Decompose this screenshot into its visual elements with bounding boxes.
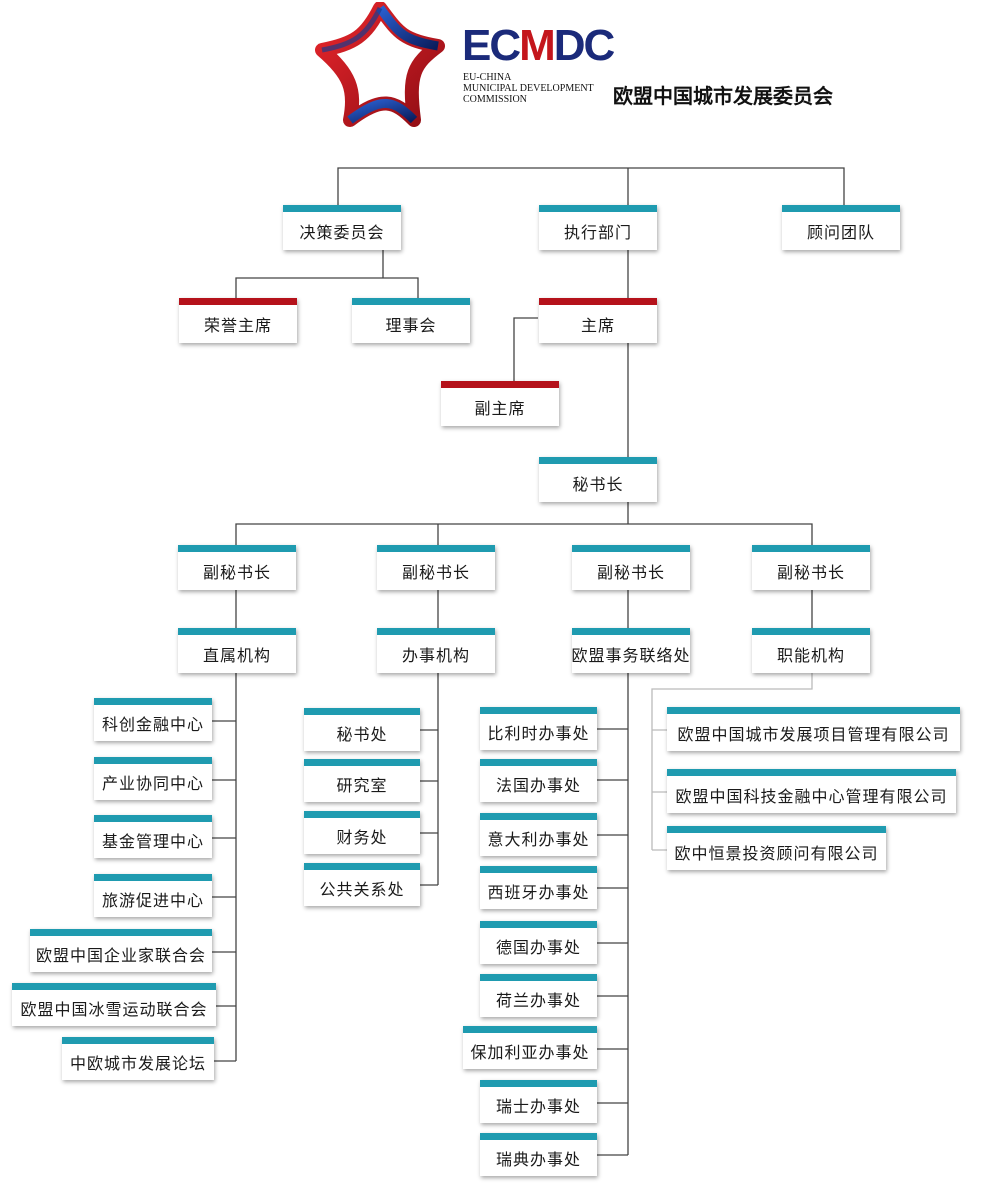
- functional-institutions-box: 职能机构: [752, 628, 870, 673]
- box-label: 瑞士办事处: [495, 1097, 581, 1116]
- box-label: 秘书处: [336, 725, 388, 744]
- decision-committee-box: 决策委员会: [283, 205, 401, 250]
- box-label: 公共关系处: [319, 880, 405, 899]
- box-label: 德国办事处: [495, 938, 581, 957]
- liaison-unit-box: 法国办事处: [480, 759, 597, 802]
- council-box: 理事会: [352, 298, 470, 343]
- box-label: 副秘书长: [776, 563, 845, 582]
- office-unit-box: 研究室: [304, 759, 420, 802]
- brand-subtitle: EU-CHINA MUNICIPAL DEVELOPMENT COMMISSIO…: [463, 72, 594, 105]
- box-label: 理事会: [385, 316, 437, 335]
- connector-line: [513, 317, 538, 381]
- box-label: 财务处: [336, 828, 388, 847]
- organization-name: 欧盟中国城市发展委员会: [613, 84, 833, 108]
- box-label: 瑞典办事处: [495, 1150, 581, 1169]
- box-label: 保加利亚办事处: [470, 1043, 590, 1062]
- vice-chairman-box: 副主席: [441, 381, 559, 426]
- direct-institutions-box: 直属机构: [178, 628, 296, 673]
- functional-unit-box: 欧中恒景投资顾问有限公司: [667, 826, 886, 870]
- box-label: 欧盟中国科技金融中心管理有限公司: [675, 786, 948, 806]
- box-label: 比利时办事处: [487, 724, 590, 743]
- connector-line: [235, 500, 813, 545]
- box-label: 办事机构: [401, 646, 470, 665]
- box-label: 基金管理中心: [101, 832, 204, 851]
- direct-unit-box: 旅游促进中心: [94, 874, 212, 917]
- header: ECMDC EU-CHINA MUNICIPAL DEVELOPMENT COM…: [300, 0, 860, 135]
- connector-line: [337, 167, 845, 205]
- brand-subtitle-line: MUNICIPAL DEVELOPMENT: [463, 83, 594, 94]
- deputy-secretary-general-box: 副秘书长: [752, 545, 870, 590]
- box-label: 直属机构: [202, 646, 271, 665]
- office-unit-box: 公共关系处: [304, 863, 420, 906]
- box-label: 决策委员会: [299, 223, 385, 242]
- direct-unit-box: 欧盟中国企业家联合会: [30, 929, 212, 972]
- liaison-unit-box: 意大利办事处: [480, 813, 597, 856]
- deputy-secretary-general-box: 副秘书长: [377, 545, 495, 590]
- box-label: 旅游促进中心: [101, 891, 204, 910]
- chairman-box: 主席: [539, 298, 657, 343]
- box-label: 研究室: [336, 776, 388, 795]
- connector-line: [651, 673, 813, 851]
- liaison-unit-box: 德国办事处: [480, 921, 597, 964]
- box-label: 欧盟中国冰雪运动联合会: [20, 1000, 208, 1019]
- box-label: 荣誉主席: [203, 316, 272, 335]
- box-label: 欧盟中国城市发展项目管理有限公司: [677, 724, 950, 744]
- brand-part-1: EC: [462, 21, 521, 70]
- brand-part-3: DC: [553, 21, 616, 70]
- office-unit-box: 秘书处: [304, 708, 420, 751]
- liaison-unit-box: 保加利亚办事处: [463, 1026, 597, 1069]
- liaison-unit-box: 荷兰办事处: [480, 974, 597, 1017]
- liaison-unit-box: 比利时办事处: [480, 707, 597, 750]
- box-label: 副秘书长: [596, 563, 665, 582]
- box-label: 欧盟中国企业家联合会: [35, 946, 206, 965]
- box-label: 秘书长: [572, 475, 624, 494]
- box-label: 西班牙办事处: [487, 883, 590, 902]
- box-label: 意大利办事处: [487, 830, 590, 849]
- box-label: 职能机构: [776, 646, 845, 665]
- office-institutions-box: 办事机构: [377, 628, 495, 673]
- direct-unit-box: 产业协同中心: [94, 757, 212, 800]
- box-label: 副主席: [474, 399, 526, 418]
- secretary-general-box: 秘书长: [539, 457, 657, 502]
- box-label: 副秘书长: [401, 563, 470, 582]
- liaison-unit-box: 瑞士办事处: [480, 1080, 597, 1123]
- connector-line: [212, 673, 237, 1062]
- connector-line: [235, 250, 419, 298]
- box-label: 顾问团队: [806, 223, 875, 242]
- office-unit-box: 财务处: [304, 811, 420, 854]
- brand-subtitle-line: EU-CHINA: [463, 72, 512, 83]
- brand-subtitle-line: COMMISSION: [463, 94, 527, 105]
- functional-unit-box: 欧盟中国科技金融中心管理有限公司: [667, 769, 956, 813]
- box-label: 执行部门: [563, 223, 632, 242]
- liaison-unit-box: 西班牙办事处: [480, 866, 597, 909]
- direct-unit-box: 欧盟中国冰雪运动联合会: [12, 983, 216, 1026]
- box-label: 中欧城市发展论坛: [69, 1054, 206, 1073]
- deputy-secretary-general-box: 副秘书长: [178, 545, 296, 590]
- box-label: 科创金融中心: [101, 715, 204, 734]
- advisory-team-box: 顾问团队: [782, 205, 900, 250]
- box-label: 主席: [580, 316, 615, 335]
- functional-unit-box: 欧盟中国城市发展项目管理有限公司: [667, 707, 960, 751]
- direct-unit-box: 科创金融中心: [94, 698, 212, 741]
- eu-liaison-office-box: 欧盟事务联络处: [572, 628, 690, 673]
- connector-line: [235, 590, 813, 628]
- executive-dept-box: 执行部门: [539, 205, 657, 250]
- box-label: 欧盟事务联络处: [571, 646, 691, 665]
- liaison-unit-box: 瑞典办事处: [480, 1133, 597, 1176]
- connector-line: [420, 673, 439, 886]
- box-label: 荷兰办事处: [495, 991, 581, 1010]
- box-label: 副秘书长: [202, 563, 271, 582]
- deputy-secretary-general-box: 副秘书长: [572, 545, 690, 590]
- brand-part-2: M: [519, 21, 556, 70]
- box-label: 产业协同中心: [101, 774, 204, 793]
- direct-unit-box: 基金管理中心: [94, 815, 212, 858]
- star-ribbon-logo-icon: [315, 2, 445, 127]
- brand-wordmark: ECMDC: [462, 21, 616, 70]
- honorary-chair-box: 荣誉主席: [179, 298, 297, 343]
- direct-unit-box: 中欧城市发展论坛: [62, 1037, 214, 1080]
- box-label: 法国办事处: [495, 776, 581, 795]
- box-label: 欧中恒景投资顾问有限公司: [674, 843, 879, 863]
- connector-line: [597, 673, 629, 1156]
